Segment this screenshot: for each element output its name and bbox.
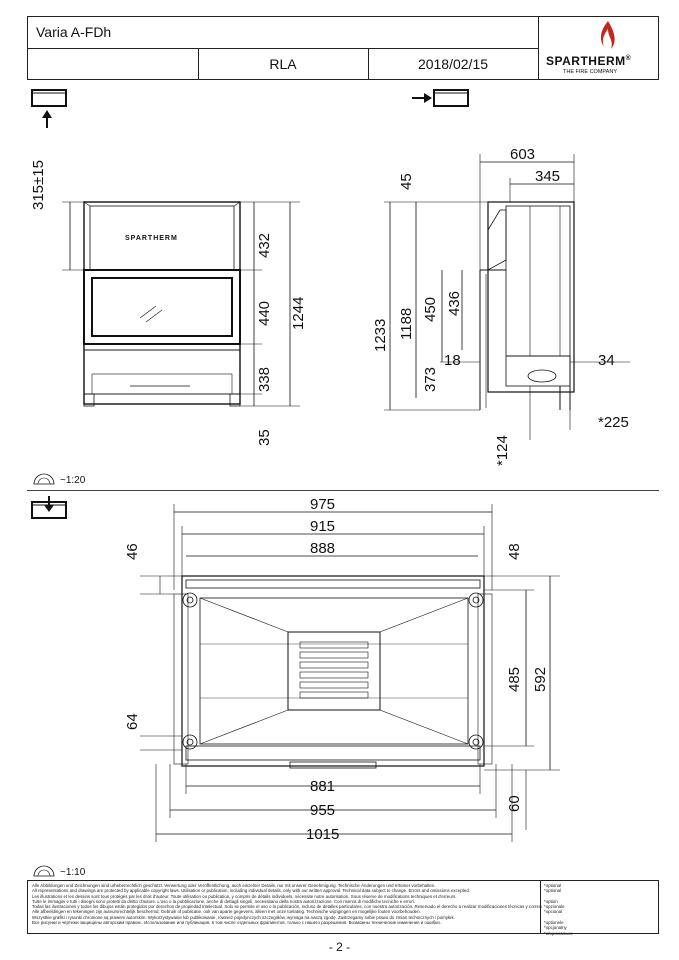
dim-side-124: *124 bbox=[494, 435, 511, 466]
page-number: - 2 - bbox=[328, 940, 351, 954]
dim-top-64: 64 bbox=[124, 713, 141, 730]
dim-top-485: 485 bbox=[506, 666, 523, 692]
dim-side-373: 373 bbox=[422, 366, 439, 392]
brand-name: SPARTHERM® bbox=[546, 54, 631, 68]
top-view-icon bbox=[31, 496, 67, 519]
title-divider bbox=[538, 17, 539, 79]
dim-side-450: 450 bbox=[422, 296, 439, 322]
dim-front-432: 432 bbox=[256, 232, 273, 258]
title-divider bbox=[198, 48, 199, 80]
dim-side-345: 345 bbox=[535, 168, 561, 185]
legal-line-de: Alle Abbildungen und Zeichnungen sind ur… bbox=[32, 883, 436, 888]
footer-divider bbox=[540, 881, 541, 933]
legal-notice-box: Alle Abbildungen und Zeichnungen sind ur… bbox=[27, 880, 659, 936]
option-nl: *optionele bbox=[544, 920, 564, 926]
front-view-icon bbox=[31, 89, 67, 128]
dim-side-603-text: 603 bbox=[510, 146, 536, 163]
dim-front-315: 315±15 bbox=[30, 160, 47, 210]
front-view-drawing bbox=[62, 201, 300, 407]
option-de: *optional bbox=[544, 883, 562, 888]
option-es: *opcional bbox=[544, 909, 563, 915]
legal-line-en: All representations and drawings are pro… bbox=[32, 888, 471, 894]
legal-line-nl: Alle afbeeldingen en tekeningen zijn aut… bbox=[32, 909, 421, 915]
dim-front-1244: 1244 bbox=[290, 296, 307, 330]
dim-top-592: 592 bbox=[532, 666, 549, 692]
product-name: Varia A-FDh bbox=[36, 24, 112, 40]
dim-side-18: 18 bbox=[444, 352, 461, 369]
scale-top: ~1:20 bbox=[60, 475, 86, 486]
dim-top-975: 975 bbox=[310, 496, 336, 513]
title-divider bbox=[28, 48, 538, 49]
brand-text: SPARTHERM bbox=[546, 54, 626, 68]
dim-side-603: 603 bbox=[510, 146, 535, 164]
dim-top-1015: 1015 bbox=[306, 826, 340, 843]
option-it: *opzionale bbox=[544, 904, 565, 910]
side-view-drawing bbox=[384, 154, 630, 440]
dim-side-225: *225 bbox=[598, 414, 629, 431]
legal-line-es: Todas las ilustraciones y todos los dibu… bbox=[32, 904, 542, 910]
option-pl: *opcjonalny bbox=[544, 925, 567, 931]
dim-side-34: 34 bbox=[598, 352, 615, 369]
scale-icon bbox=[33, 473, 55, 485]
option-legend: *optional *optional *option *opzionale *… bbox=[544, 883, 654, 936]
section-divider bbox=[27, 490, 659, 491]
brand-tagline: THE FIRE COMPANY bbox=[563, 69, 617, 75]
stove-logo: SPARTHERM bbox=[125, 235, 178, 242]
dim-side-436: 436 bbox=[446, 290, 463, 316]
option-en: *optional bbox=[544, 888, 562, 894]
flame-logo-icon bbox=[600, 21, 615, 49]
legal-line-it: Tutte le immagini e tutti i disegni sono… bbox=[32, 898, 415, 904]
dim-front-35: 35 bbox=[256, 429, 273, 446]
legal-notice: Alle Abbildungen und Zeichnungen sind ur… bbox=[32, 883, 542, 925]
dim-side-1233: 1233 bbox=[372, 318, 389, 352]
registered-mark: ® bbox=[625, 55, 632, 62]
dim-top-888: 888 bbox=[310, 540, 336, 557]
title-block: Varia A-FDh RLA 2018/02/15 SPARTHERM® TH… bbox=[27, 16, 659, 80]
legal-line-ru: Все рисунки и чертежи защищены авторским… bbox=[32, 920, 441, 926]
dim-top-46: 46 bbox=[124, 543, 141, 560]
option-ru: *опционально bbox=[544, 930, 573, 936]
dim-front-338: 338 bbox=[256, 366, 273, 392]
dim-top-881: 881 bbox=[310, 778, 336, 795]
dim-top-60: 60 bbox=[506, 795, 523, 812]
dim-top-48: 48 bbox=[506, 543, 523, 560]
dim-side-1188: 1188 bbox=[398, 307, 415, 340]
dim-top-955: 955 bbox=[310, 802, 336, 819]
top-view-drawing bbox=[140, 504, 560, 842]
dim-side-45: 45 bbox=[398, 173, 415, 190]
side-view-icon bbox=[412, 89, 469, 107]
scale-icon bbox=[33, 865, 55, 877]
scale-bottom: ~1:10 bbox=[60, 867, 86, 878]
option-fr: *option bbox=[544, 898, 558, 904]
dim-front-440: 440 bbox=[256, 300, 273, 326]
legal-line-fr: Les illustrations et les dessins sont to… bbox=[32, 893, 457, 899]
title-divider bbox=[368, 48, 369, 80]
dim-top-915: 915 bbox=[310, 518, 336, 535]
variant-code: RLA bbox=[269, 56, 297, 72]
drawing-date: 2018/02/15 bbox=[417, 56, 489, 72]
legal-line-pl: Wszystkie grafiki i rysunki chronione są… bbox=[32, 914, 455, 920]
